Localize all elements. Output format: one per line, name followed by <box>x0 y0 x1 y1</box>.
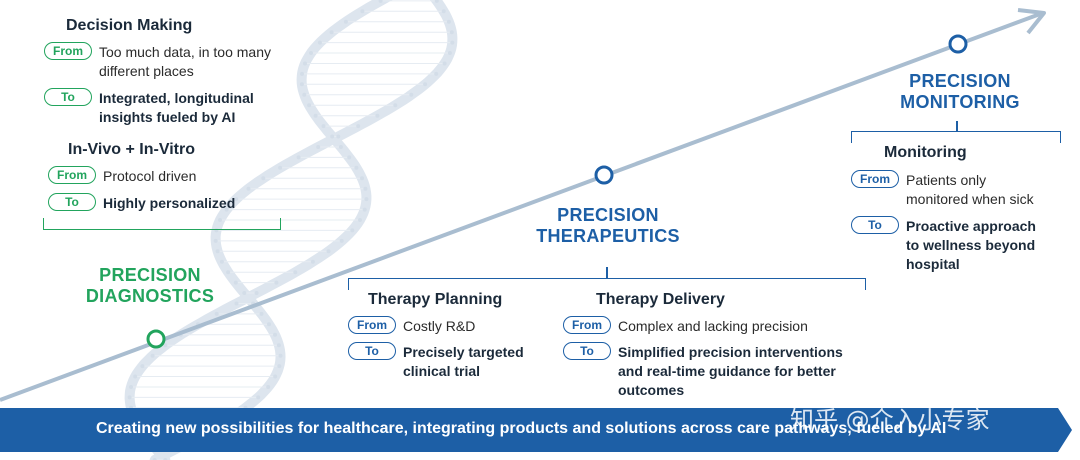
therapy-planning-to-text: Precisely targeted clinical trial <box>403 344 524 379</box>
therapy-delivery-to-row: To Simplified precision interventions an… <box>563 342 843 400</box>
therapy-planning-title: Therapy Planning <box>368 291 503 308</box>
therapy-delivery-from-text: Complex and lacking precision <box>618 318 808 334</box>
decision-making-from-text: Too much data, in too many different pla… <box>99 44 271 79</box>
from-pill: From <box>563 316 611 334</box>
watermark: 知乎 @介入小专家 <box>790 406 990 434</box>
therapeutics-bracket-tick <box>606 267 608 279</box>
monitoring-bracket-tick <box>956 121 958 132</box>
decision-making-section: Decision Making From Too much data, in t… <box>44 17 271 127</box>
monitoring-from-text: Patients only monitored when sick <box>906 172 1034 207</box>
monitoring-bracket <box>851 131 1061 143</box>
from-pill: From <box>44 42 92 60</box>
therapy-planning-section: Therapy Planning From Costly R&D To Prec… <box>348 291 524 381</box>
monitoring-section-title: Monitoring <box>884 144 967 161</box>
decision-making-from-row: From Too much data, in too many differen… <box>44 42 271 81</box>
to-pill: To <box>851 216 899 234</box>
diagnostics-node <box>146 329 166 349</box>
monitoring-to-row: To Proactive approach to wellness beyond… <box>851 216 1036 274</box>
therapy-delivery-title: Therapy Delivery <box>596 291 725 308</box>
diagnostics-title: PRECISION DIAGNOSTICS <box>85 265 215 306</box>
therapeutics-node <box>594 165 614 185</box>
in-vivo-from-row: From Protocol driven <box>48 166 235 186</box>
in-vivo-section: In-Vivo + In-Vitro From Protocol driven … <box>48 141 235 213</box>
therapy-planning-to-row: To Precisely targeted clinical trial <box>348 342 524 381</box>
decision-making-title: Decision Making <box>66 17 193 34</box>
therapy-delivery-to-text: Simplified precision interventions and r… <box>618 344 843 398</box>
decision-making-to-text: Integrated, longitudinal insights fueled… <box>99 90 254 125</box>
bottom-banner <box>0 408 1072 452</box>
therapy-planning-from-row: From Costly R&D <box>348 316 524 336</box>
therapy-delivery-section: Therapy Delivery From Complex and lackin… <box>563 291 843 400</box>
therapeutics-bracket <box>348 278 866 290</box>
from-pill: From <box>48 166 96 184</box>
to-pill: To <box>563 342 611 360</box>
banner-text: Creating new possibilities for healthcar… <box>96 420 947 437</box>
in-vivo-from-text: Protocol driven <box>103 168 197 184</box>
monitoring-title: PRECISION MONITORING <box>900 71 1020 112</box>
in-vivo-to-text: Highly personalized <box>103 195 236 211</box>
therapeutics-title: PRECISION THERAPEUTICS <box>536 205 680 246</box>
therapy-planning-from-text: Costly R&D <box>403 318 476 334</box>
monitoring-node <box>948 34 968 54</box>
in-vivo-title: In-Vivo + In-Vitro <box>68 141 195 158</box>
progress-arrow-line <box>0 12 1041 402</box>
progress-arrow-head <box>1017 8 1046 35</box>
decision-making-to-row: To Integrated, longitudinal insights fue… <box>44 88 271 127</box>
to-pill: To <box>48 193 96 211</box>
monitoring-to-text: Proactive approach to wellness beyond ho… <box>906 218 1036 272</box>
from-pill: From <box>348 316 396 334</box>
monitoring-from-row: From Patients only monitored when sick <box>851 170 1036 209</box>
in-vivo-to-row: To Highly personalized <box>48 193 236 213</box>
to-pill: To <box>348 342 396 360</box>
therapy-delivery-from-row: From Complex and lacking precision <box>563 316 843 336</box>
from-pill: From <box>851 170 899 188</box>
to-pill: To <box>44 88 92 106</box>
monitoring-section: Monitoring From Patients only monitored … <box>851 144 1036 274</box>
diagnostics-bracket <box>43 218 281 230</box>
